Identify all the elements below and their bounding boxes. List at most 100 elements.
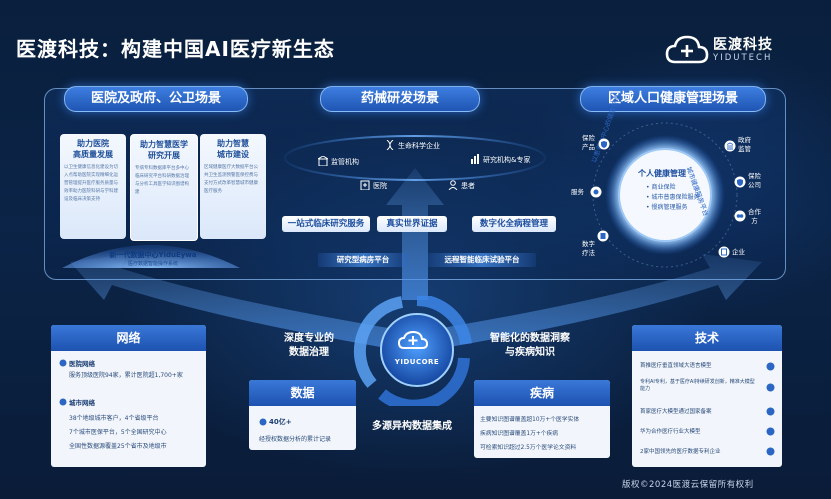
- left-flow-arrow: [70, 254, 400, 350]
- network-card-title: 网络: [51, 325, 206, 351]
- disease-card-title: 疾病: [474, 380, 610, 406]
- stakeholder-digital-therapy: 数字 疗法: [582, 230, 609, 258]
- core-name: YIDUCORE: [394, 358, 440, 366]
- digital-therapy-icon: [597, 230, 609, 242]
- network-line: 全国性数据源覆盖25个省市及地级市: [69, 443, 167, 450]
- node-label: 监管机构: [331, 158, 359, 166]
- data-center-label: 新一代数据中心YiduEywa: [109, 251, 197, 259]
- card-title: 助力智慧医学 研究开展: [140, 140, 188, 160]
- tech-icon-2: [766, 383, 775, 392]
- data-card-title: 数据: [249, 380, 356, 406]
- stakeholder-label: 合作 方: [748, 208, 761, 225]
- tech-line: 2家中国领先的医疗数据专利企业: [640, 449, 721, 455]
- card-body: 区域健康医疗大数据平台公共卫生监测预警医保控费与支付方式改革智慧城市健康医疗服务: [204, 165, 258, 194]
- center-item: • 城市普惠保险服务: [646, 194, 700, 201]
- right-flow-arrow: [430, 254, 762, 350]
- data-center-sublabel: 医疗数据智能操作系统: [127, 261, 178, 267]
- shield-icon: [598, 138, 610, 150]
- network-line: 7个城市医保平台，5个全国研究中心: [69, 429, 167, 436]
- node-label: 研究机构&专家: [483, 156, 531, 164]
- tech-icon-5: [766, 447, 775, 456]
- enterprise-icon: [718, 246, 730, 258]
- tech-icon-4: [766, 427, 775, 436]
- service-real-world-evidence: 真实世界证据: [377, 216, 447, 232]
- core-left-caption: 深度专业的 数据治理: [284, 333, 334, 358]
- core-right-caption: 智能化的数据洞察 与疾病知识: [490, 333, 570, 358]
- stakeholder-label: 企业: [732, 248, 745, 256]
- card-hospital-development: 助力医院 高质量发展 以卫生健康信息化建设为切入点帮助医院实现精细化运营管理提升…: [60, 134, 126, 239]
- tech-icon-1: [766, 362, 775, 371]
- card-title: 助力医院 高质量发展: [73, 139, 113, 159]
- service-icon: [590, 186, 602, 198]
- stakeholder-service: 服务: [571, 186, 602, 198]
- page-title: 医渡科技：构建中国AI医疗新生态: [16, 37, 335, 61]
- chart-icon: [471, 154, 479, 164]
- stakeholder-label: 服务: [571, 188, 584, 196]
- tech-line: 首家医疗大模型通过国家备案: [640, 409, 712, 415]
- card-body: 以卫生健康信息化建设为切入点帮助医院实现精细化运营管理提升医疗服务质量与效率助力…: [64, 165, 118, 202]
- disease-card: 疾病 主要知识图谱覆盖超10万+个医学实体 疾病知识图谱覆盖1万+个疾病 可检索…: [474, 380, 610, 458]
- card-medical-research: 助力智慧医学 研究开展 专病专科数据库平台多中心临床研究平台科研数据治理与分析工…: [130, 134, 198, 241]
- card-body: 专病专科数据库平台多中心临床研究平台科研数据治理与分析工具医学知识图谱构建: [135, 166, 189, 195]
- center-item-text: 商业保险: [651, 184, 676, 191]
- stakeholder-government: 政府 监管: [724, 136, 751, 154]
- node-label: 患者: [461, 182, 475, 190]
- network-section-heading: 城市网络: [69, 399, 95, 407]
- data-card: 数据 40亿+ 经授权数据分析的累计记录: [249, 380, 356, 450]
- center-item-text: 慢病管理服务: [651, 204, 688, 211]
- stakeholder-label: 保险 公司: [748, 172, 761, 189]
- center-flow-arrow: [386, 168, 444, 300]
- stakeholder-partner: 合作 方: [734, 208, 761, 226]
- header-hospital-government: 医院及政府、公卫场景: [64, 86, 248, 112]
- stakeholder-insurance-product: 保险 产品: [582, 134, 610, 152]
- research-orbit: [284, 135, 546, 181]
- tech-line: 华为合作医疗行业大模型: [640, 429, 701, 435]
- data-subline: 经授权数据分析的累计记录: [259, 436, 332, 443]
- node-label: 生命科学企业: [398, 142, 440, 150]
- platform-remote-trial: 远程智能临床试验平台: [428, 253, 536, 267]
- platform-research-ward: 研究型病房平台: [318, 253, 408, 267]
- center-item-text: 城市普惠保险服务: [651, 194, 700, 201]
- dna-icon: [386, 140, 394, 150]
- yiducore-hub: [353, 296, 472, 406]
- network-line: 服务顶级医院94家，累计医院超1,700+家: [69, 372, 183, 379]
- cloud-plus-icon: [665, 35, 709, 64]
- network-card: 网络 医院网络 服务顶级医院94家，累计医院超1,700+家 城市网络 38个地…: [51, 325, 206, 467]
- stakeholder-enterprise: 企业: [718, 246, 745, 258]
- personal-health-title: 个人健康管理: [638, 169, 686, 178]
- company-logo: 医渡科技 YIDUTECH: [663, 30, 823, 74]
- core-bottom-caption: 多源异构数据集成: [372, 421, 452, 432]
- stakeholder-label: 数字 疗法: [582, 240, 595, 257]
- disease-line: 可检索知识超过2.5万个医学论文资料: [480, 445, 577, 451]
- patient-icon: [448, 180, 458, 190]
- header-drug-research: 药械研发场景: [320, 86, 480, 112]
- city-network-icon: [59, 398, 67, 406]
- tech-line: 首推医疗垂直领域大语言模型: [640, 363, 712, 369]
- card-title: 助力智慧 城市建设: [217, 139, 249, 159]
- copyright: 版权©2024医渡云保留所有权利: [622, 480, 754, 490]
- stakeholder-label: 保险 产品: [582, 134, 595, 151]
- node-label: 医院: [373, 182, 387, 190]
- service-clinical-research: 一站式临床研究服务: [282, 216, 370, 232]
- health-ring: [592, 122, 738, 268]
- hospital-network-icon: [59, 359, 67, 367]
- hospital-icon: [360, 180, 370, 190]
- logo-name-en: YIDUTECH: [713, 53, 773, 63]
- disease-line: 主要知识图谱覆盖超10万+个医学实体: [480, 417, 580, 423]
- disease-line: 疾病知识图谱覆盖1万+个疾病: [480, 431, 559, 437]
- logo-name-cn: 医渡科技: [713, 37, 773, 53]
- tech-card-title: 技术: [632, 325, 782, 351]
- partner-icon: [734, 210, 746, 222]
- data-headline: 40亿+: [269, 418, 292, 426]
- tech-line: 专利AI专利，基于医疗AI持续研发创新，精准大模型能力: [640, 379, 755, 392]
- building-icon: [318, 156, 328, 166]
- network-line: 38个地级城市客户，4个省级平台: [69, 415, 159, 422]
- insurance-company-icon: [734, 176, 746, 188]
- data-center-dome: [62, 245, 240, 268]
- stakeholder-insurance-company: 保险 公司: [734, 172, 761, 190]
- database-icon: [259, 418, 267, 426]
- center-item: • 慢病管理服务: [646, 204, 688, 211]
- tech-card: 技术 首推医疗垂直领域大语言模型 专利AI专利，基于医疗AI持续研发创新，精准大…: [632, 325, 782, 467]
